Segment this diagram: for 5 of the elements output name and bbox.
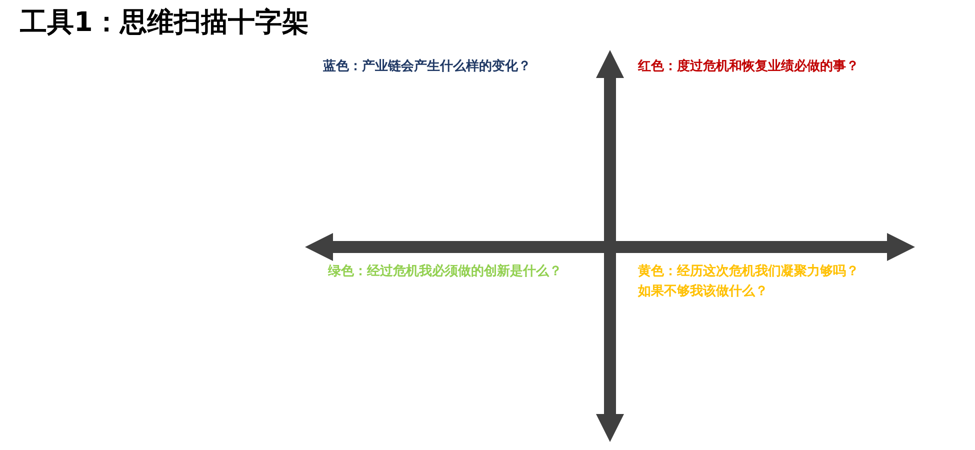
quadrant-question: 红色：度过危机和恢复业绩必做的事？ xyxy=(638,58,859,76)
quadrant-question: 黄色：经历这次危机我们凝聚力够吗？如果不够我该做什么？ xyxy=(638,262,860,301)
quadrant-question: 绿色：经过危机我必须做的创新是什么？ xyxy=(328,262,562,281)
title: 工具1：思维扫描十字架 xyxy=(20,6,309,40)
quadrant-question: 蓝色：产业链会产生什么样的变化？ xyxy=(323,58,531,76)
